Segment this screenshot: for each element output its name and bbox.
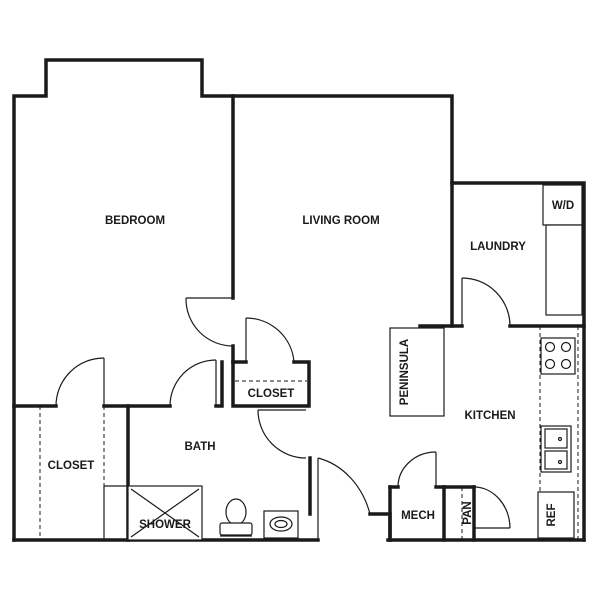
label-mech: MECH [401,510,435,522]
label-closet-small: CLOSET [248,388,295,400]
dashed-lines [39,325,584,540]
label-peninsula: PENINSULA [399,339,411,405]
hall-bath-door[interactable] [257,409,307,459]
fixtures [103,184,583,541]
labels: BEDROOM LIVING ROOM LAUNDRY W/D KITCHEN … [48,200,575,531]
label-living-room: LIVING ROOM [302,215,379,227]
label-closet-bedroom: CLOSET [48,460,95,472]
label-bath: BATH [184,441,215,453]
laundry-counter [545,224,583,316]
pantry-door[interactable] [473,486,511,529]
bedroom-door[interactable] [185,297,234,347]
doors [55,277,511,540]
closet-door[interactable] [245,317,295,363]
label-bedroom: BEDROOM [105,215,165,227]
peninsula-counter [389,327,445,417]
shower [103,485,203,541]
label-pantry: PAN [462,501,474,524]
label-kitchen: KITCHEN [464,410,515,422]
bath-door[interactable] [169,359,217,407]
refrigerator [537,491,575,539]
label-washer-dryer: W/D [552,200,574,212]
label-shower: SHOWER [139,519,191,531]
walls [12,58,586,542]
toilet [219,498,253,537]
entry-door[interactable] [317,457,371,540]
kitchen-sink [540,425,572,473]
laundry-door[interactable] [461,277,511,327]
mech-door[interactable] [397,451,437,488]
bath-sink [263,510,299,539]
label-laundry: LAUNDRY [470,241,526,253]
washer-dryer [542,184,583,226]
label-refrigerator: REF [546,504,558,527]
bedroom-closet-door[interactable] [55,357,105,407]
cooktop [540,337,576,375]
